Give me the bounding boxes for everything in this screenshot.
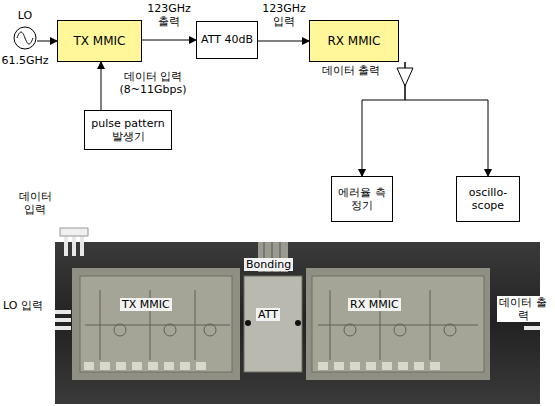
- box-label: RX MMIC: [328, 34, 381, 48]
- signal-label: 데이터 입력 (8~11Gbps): [108, 70, 198, 96]
- process-box: pulse pattern 발생기: [84, 110, 172, 150]
- process-box: oscillo-scope: [456, 176, 520, 222]
- source-frequency: 61.5GHz: [1, 54, 48, 67]
- signal-line: [101, 62, 102, 110]
- box-label: ATT 40dB: [201, 33, 253, 46]
- signal-label: 123GHz 입력: [256, 2, 312, 28]
- signal-source: LO 61.5GHz: [0, 9, 50, 81]
- box-label: pulse pattern 발생기: [88, 117, 168, 143]
- process-box: ATT 40dB: [196, 21, 258, 59]
- part-label: ATT: [256, 308, 280, 321]
- oscillator-symbol: [13, 26, 37, 50]
- part-label: Bonding: [244, 258, 293, 271]
- port-label: 데이터 입력: [12, 190, 58, 216]
- signal-label: 123GHz 출력: [140, 2, 198, 28]
- signal-line: [37, 41, 57, 42]
- port-label: 데이터 출력: [497, 296, 549, 322]
- box-label: oscillo-scope: [460, 186, 516, 212]
- process-box: TX MMIC: [57, 20, 142, 62]
- signal-line: [362, 62, 405, 176]
- port-label: LO 입력: [2, 299, 44, 312]
- signal-line: [142, 40, 196, 41]
- signal-label: 데이터 출력: [318, 64, 384, 77]
- part-label: TX MMIC: [120, 298, 172, 311]
- part-label: RX MMIC: [348, 298, 401, 311]
- signal-line: [405, 62, 488, 176]
- process-box: RX MMIC: [309, 20, 399, 62]
- source-label: LO: [18, 9, 32, 22]
- box-label: 에러율 측정기: [335, 186, 389, 212]
- box-label: TX MMIC: [74, 34, 126, 48]
- process-box: 에러율 측정기: [331, 176, 393, 222]
- signal-line: [258, 41, 309, 42]
